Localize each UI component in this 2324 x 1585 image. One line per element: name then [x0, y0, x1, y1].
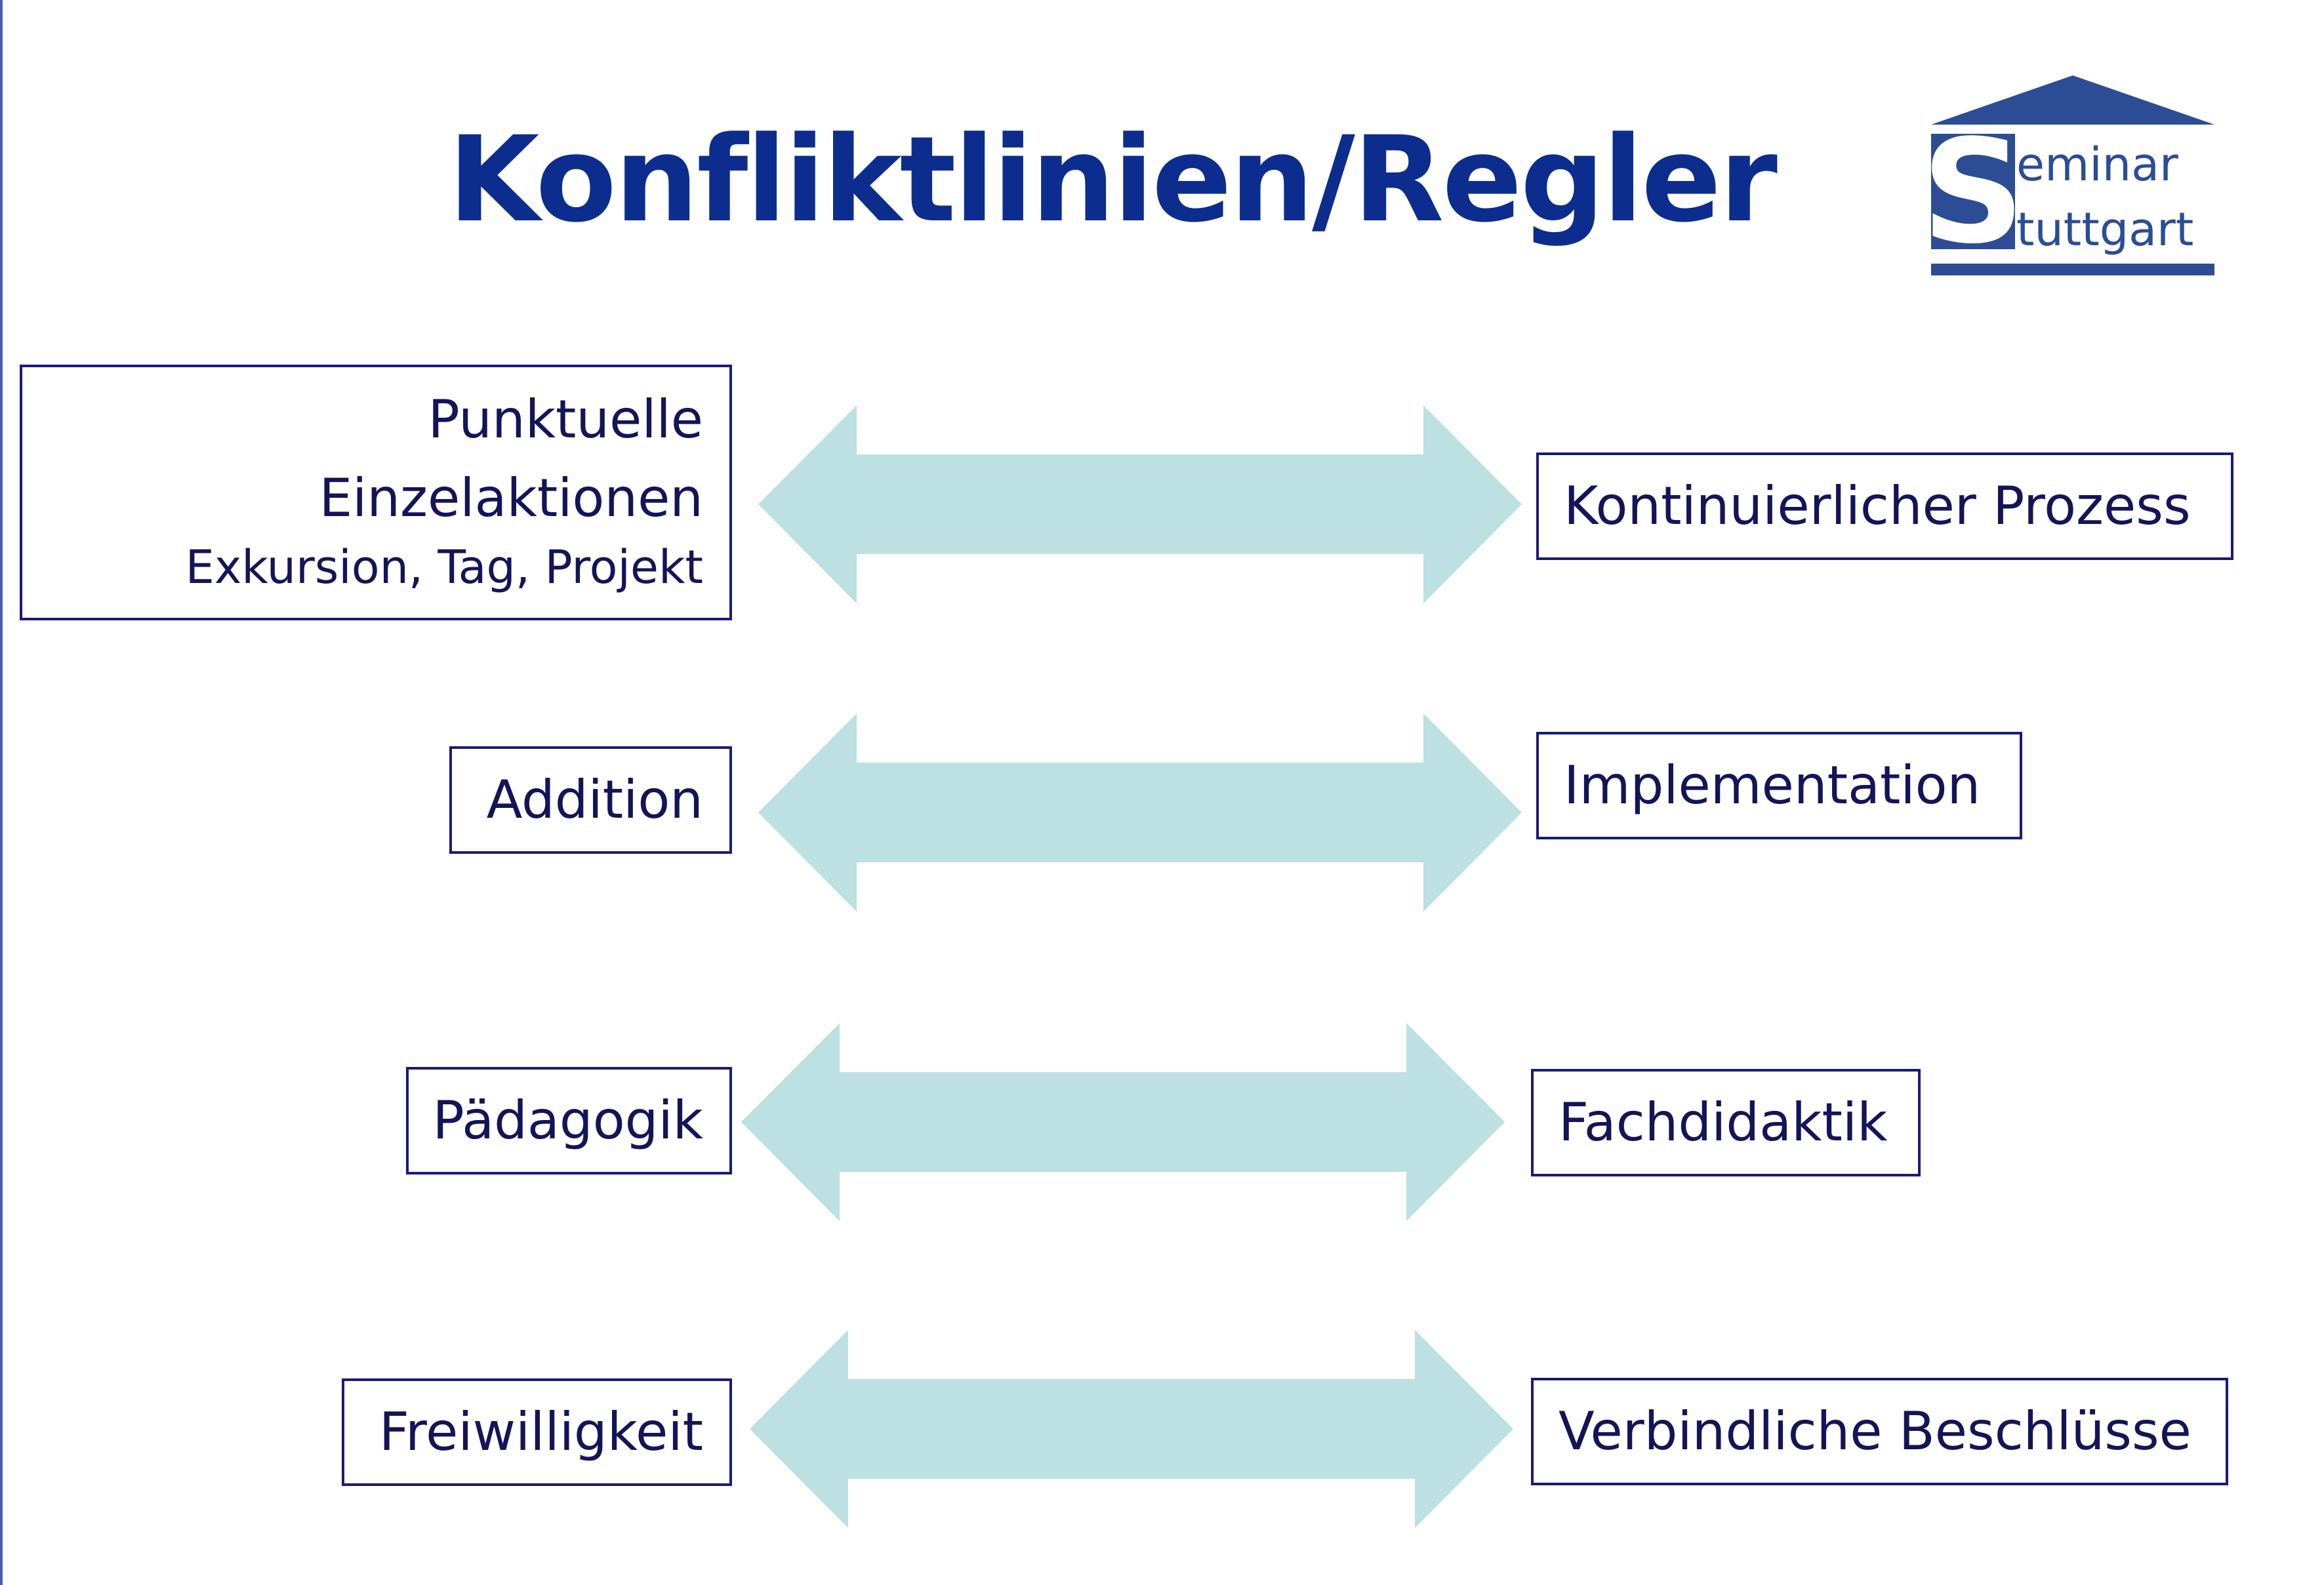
- page-title: Konfliktlinien/Regler: [448, 111, 1778, 249]
- right-box-fachdidaktik: Fachdidaktik: [1531, 1069, 1921, 1176]
- right-box-implementation: Implementation: [1536, 732, 2022, 839]
- left-box-subline: Exkursion, Tag, Projekt: [185, 540, 703, 594]
- logo-base-bar: [1931, 264, 2214, 275]
- double-arrow-4: [750, 1330, 1513, 1528]
- left-box-paedagogik: Pädagogik: [406, 1067, 732, 1174]
- right-box-label: Verbindliche Beschlüsse: [1559, 1401, 2191, 1462]
- logo-letter-s: S: [1928, 110, 2025, 275]
- logo-roof-icon: [1931, 75, 2214, 125]
- left-box-label: Freiwilligkeit: [378, 1401, 703, 1462]
- double-arrow-1: [758, 405, 1522, 603]
- left-box-line-2: Einzelaktionen: [319, 468, 703, 529]
- right-box-verbindliche-beschluesse: Verbindliche Beschlüsse: [1531, 1378, 2228, 1485]
- left-box-addition: Addition: [449, 746, 732, 854]
- right-box-label: Implementation: [1564, 755, 1981, 816]
- right-box-label: Kontinuierlicher Prozess: [1564, 475, 2191, 536]
- right-box-kontinuierlicher-prozess: Kontinuierlicher Prozess: [1536, 452, 2233, 560]
- logo-s-block: [1931, 134, 2015, 249]
- double-arrow-2: [758, 713, 1522, 912]
- logo-text-seminar: eminar: [2016, 138, 2178, 191]
- left-edge-rule: [0, 0, 3, 1585]
- right-box-label: Fachdidaktik: [1559, 1092, 1888, 1153]
- double-arrow-3: [741, 1023, 1505, 1221]
- left-box-label: Pädagogik: [432, 1090, 703, 1151]
- left-box-label: Addition: [486, 769, 703, 830]
- left-box-freiwilligkeit: Freiwilligkeit: [342, 1378, 732, 1486]
- seminar-stuttgart-logo: S eminar tuttgart: [1928, 75, 2214, 275]
- logo-text-stuttgart: tuttgart: [2016, 203, 2193, 256]
- left-box-line-1: Punktuelle: [428, 389, 703, 450]
- left-box-punktuelle: Punktuelle Einzelaktionen Exkursion, Tag…: [20, 365, 732, 620]
